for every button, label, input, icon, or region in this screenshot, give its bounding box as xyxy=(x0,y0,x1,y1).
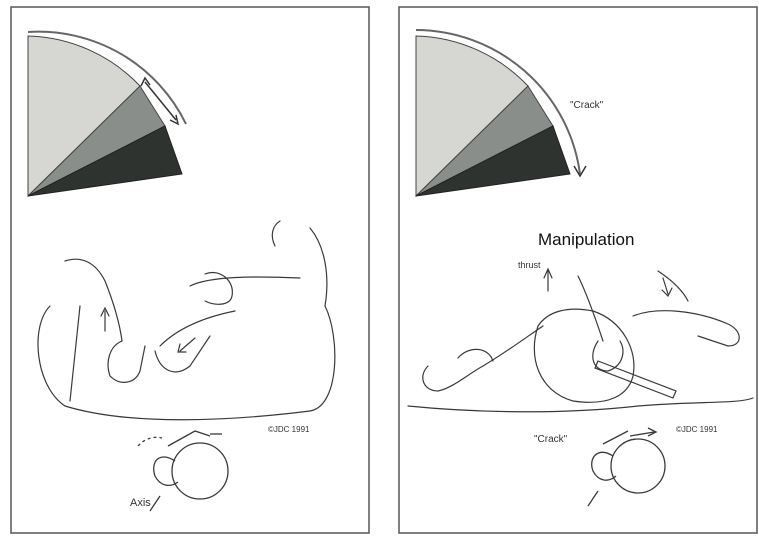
left-axis-label: Axis xyxy=(130,497,151,509)
right-second-hand xyxy=(633,311,739,346)
right-therapist-hand xyxy=(593,341,623,371)
right-thrust-label: thrust xyxy=(518,260,541,270)
left-second-hand xyxy=(155,336,210,372)
left-upper-arm xyxy=(65,259,122,341)
right-vertebral-body xyxy=(611,439,665,493)
right-manipulation-drawing xyxy=(408,269,753,412)
left-therapist-head xyxy=(272,221,280,246)
left-arrowhead-down xyxy=(170,115,178,124)
left-patient-torso xyxy=(38,306,335,420)
right-knee-pad xyxy=(458,349,493,361)
right-stabilizing-bar xyxy=(595,361,676,398)
left-push-arrow-up xyxy=(101,308,109,331)
right-crack-label-top: "Crack" xyxy=(570,100,604,111)
right-therapist-arm xyxy=(578,276,603,341)
left-fist xyxy=(205,273,232,305)
left-vertebra-sketch xyxy=(138,431,228,511)
left-spinous-process xyxy=(150,496,160,511)
left-vertebral-body xyxy=(172,443,228,499)
right-range-wedge xyxy=(416,30,586,196)
left-hand xyxy=(108,341,145,382)
left-forearm-lower xyxy=(160,311,235,346)
right-crack-label-spine: "Crack" xyxy=(534,434,568,445)
right-forearm xyxy=(658,271,688,301)
right-panel-svg: "Crack" thrust "Crack" ©JDC 1991 xyxy=(398,6,758,534)
right-foot xyxy=(423,366,483,391)
left-range-wedge xyxy=(28,32,186,196)
right-vertebra-sketch xyxy=(588,428,665,506)
left-panel-svg: Axis ©JDC 1991 xyxy=(10,6,370,534)
manipulation-heading: Manipulation xyxy=(538,230,634,250)
left-patient-side xyxy=(70,306,80,401)
left-illustration-panel: Axis ©JDC 1991 xyxy=(10,6,370,534)
left-push-arrow-diag xyxy=(178,338,195,352)
left-copyright: ©JDC 1991 xyxy=(268,425,310,434)
right-hip xyxy=(534,309,634,402)
left-forearm-top xyxy=(190,277,300,286)
right-illustration-panel: "Crack" thrust "Crack" ©JDC 1991 Manipul… xyxy=(398,6,758,534)
right-copyright: ©JDC 1991 xyxy=(676,425,718,434)
left-shoulder-contour xyxy=(310,228,327,306)
right-spinous-process xyxy=(588,491,598,506)
right-table-edge xyxy=(408,398,753,412)
left-mobilization-drawing xyxy=(38,221,335,420)
right-glide-arrow xyxy=(630,428,656,436)
right-thrust-arrow xyxy=(544,269,552,291)
left-rotation-arc xyxy=(138,437,162,446)
